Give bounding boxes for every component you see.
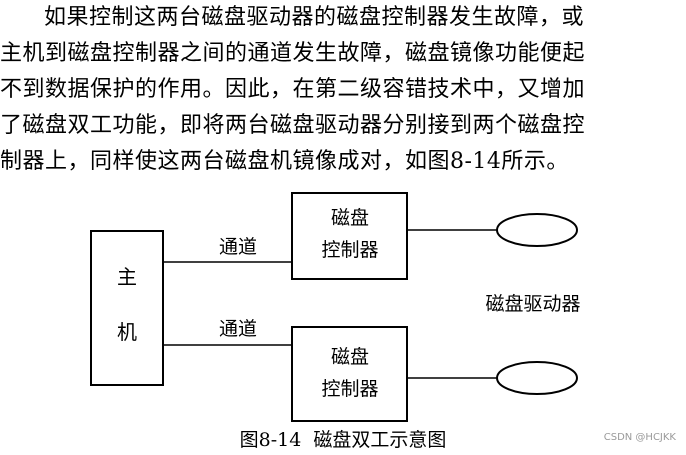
controller-box-bottom: [291, 326, 408, 422]
paragraph-line-4: 了磁盘双工功能，即将两台磁盘驱动器分别接到两个磁盘控: [0, 113, 586, 138]
channel-label-bottom: 通道: [219, 318, 257, 340]
disk-drive-top: [496, 213, 578, 247]
host-label-char1: 主: [117, 265, 137, 289]
host-label-char2: 机: [117, 320, 137, 344]
body-paragraph: 如果控制这两台磁盘驱动器的磁盘控制器发生故障，或 主机到磁盘控制器之间的通道发生…: [0, 0, 686, 180]
watermark-text: CSDN @HCJKK: [603, 432, 676, 443]
disk-drives-label: 磁盘驱动器: [485, 293, 580, 315]
controller-top-line1: 磁盘: [331, 207, 369, 229]
disk-drive-bottom: [496, 361, 578, 395]
controller-top-line2: 控制器: [321, 239, 378, 261]
figure-number: 图8-14: [239, 429, 302, 451]
figure-caption: 图8-14 磁盘双工示意图: [0, 425, 686, 452]
paragraph-line-1: 如果控制这两台磁盘驱动器的磁盘控制器发生故障，或: [44, 5, 585, 30]
paragraph-line-2: 主机到磁盘控制器之间的通道发生故障，磁盘镜像功能便起: [0, 41, 586, 66]
figure-title: 磁盘双工示意图: [313, 429, 447, 451]
host-box: [90, 230, 164, 386]
paragraph-line-3: 不到数据保护的作用。因此，在第二级容错技术中，又增加: [0, 77, 586, 102]
channel-label-top: 通道: [219, 236, 257, 258]
controller-bottom-line2: 控制器: [321, 378, 378, 400]
controller-box-top: [291, 192, 408, 280]
controller-bottom-line1: 磁盘: [331, 346, 369, 368]
paragraph-line-5: 制器上，同样使这两台磁盘机镜像成对，如图8-14所示。: [0, 149, 569, 174]
